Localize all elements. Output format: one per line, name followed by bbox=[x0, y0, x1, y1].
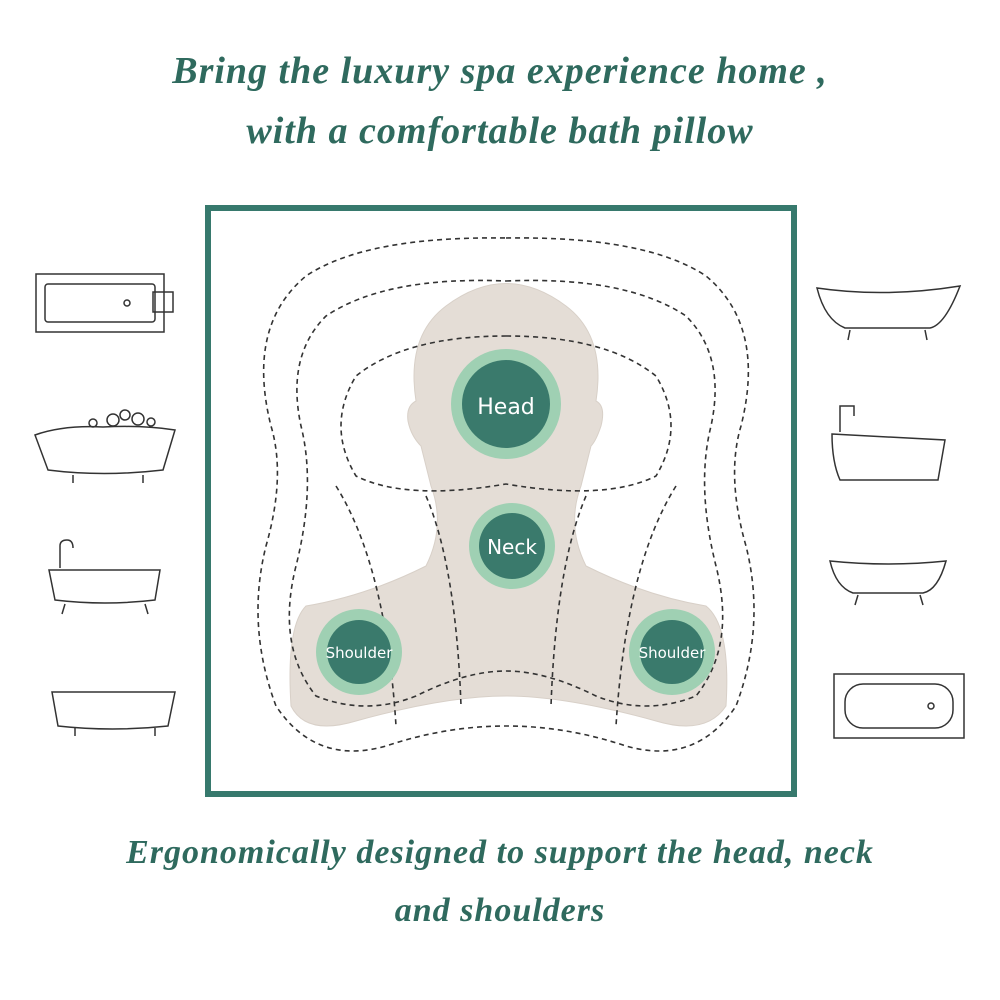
headline-line-1: Bring the luxury spa experience home , bbox=[172, 50, 828, 92]
pillow-diagram-frame: Head Neck Shoulder Shoulder bbox=[205, 205, 797, 797]
zone-label-shoulder-right: Shoulder bbox=[639, 644, 707, 662]
zone-shoulder-left: Shoulder bbox=[316, 609, 402, 695]
zone-shoulder-right: Shoulder bbox=[629, 609, 715, 695]
bathtub-slipper-icon bbox=[816, 285, 962, 341]
bathtub-bubbles-icon bbox=[34, 409, 176, 483]
bathtub-clawfoot-icon bbox=[51, 691, 176, 736]
bathtub-builtin-icon bbox=[833, 673, 965, 739]
bathtub-oval-icon bbox=[829, 560, 948, 606]
bathtub-topview-icon bbox=[35, 273, 174, 333]
zone-neck: Neck bbox=[469, 503, 555, 589]
headline-line-2: with a comfortable bath pillow bbox=[246, 110, 754, 152]
pillow-outline bbox=[257, 237, 755, 752]
zone-head: Head bbox=[451, 349, 561, 459]
zone-label-shoulder-left: Shoulder bbox=[326, 644, 394, 662]
zone-label-neck: Neck bbox=[487, 535, 537, 559]
pillow-diagram: Head Neck Shoulder Shoulder bbox=[257, 237, 755, 752]
footer-line-2: and shoulders bbox=[394, 892, 606, 929]
zone-label-head: Head bbox=[477, 395, 535, 420]
bathtub-faucet-icon bbox=[48, 539, 161, 615]
bathtub-modern-icon bbox=[831, 405, 946, 481]
footer-line-1: Ergonomically designed to support the he… bbox=[126, 834, 874, 871]
